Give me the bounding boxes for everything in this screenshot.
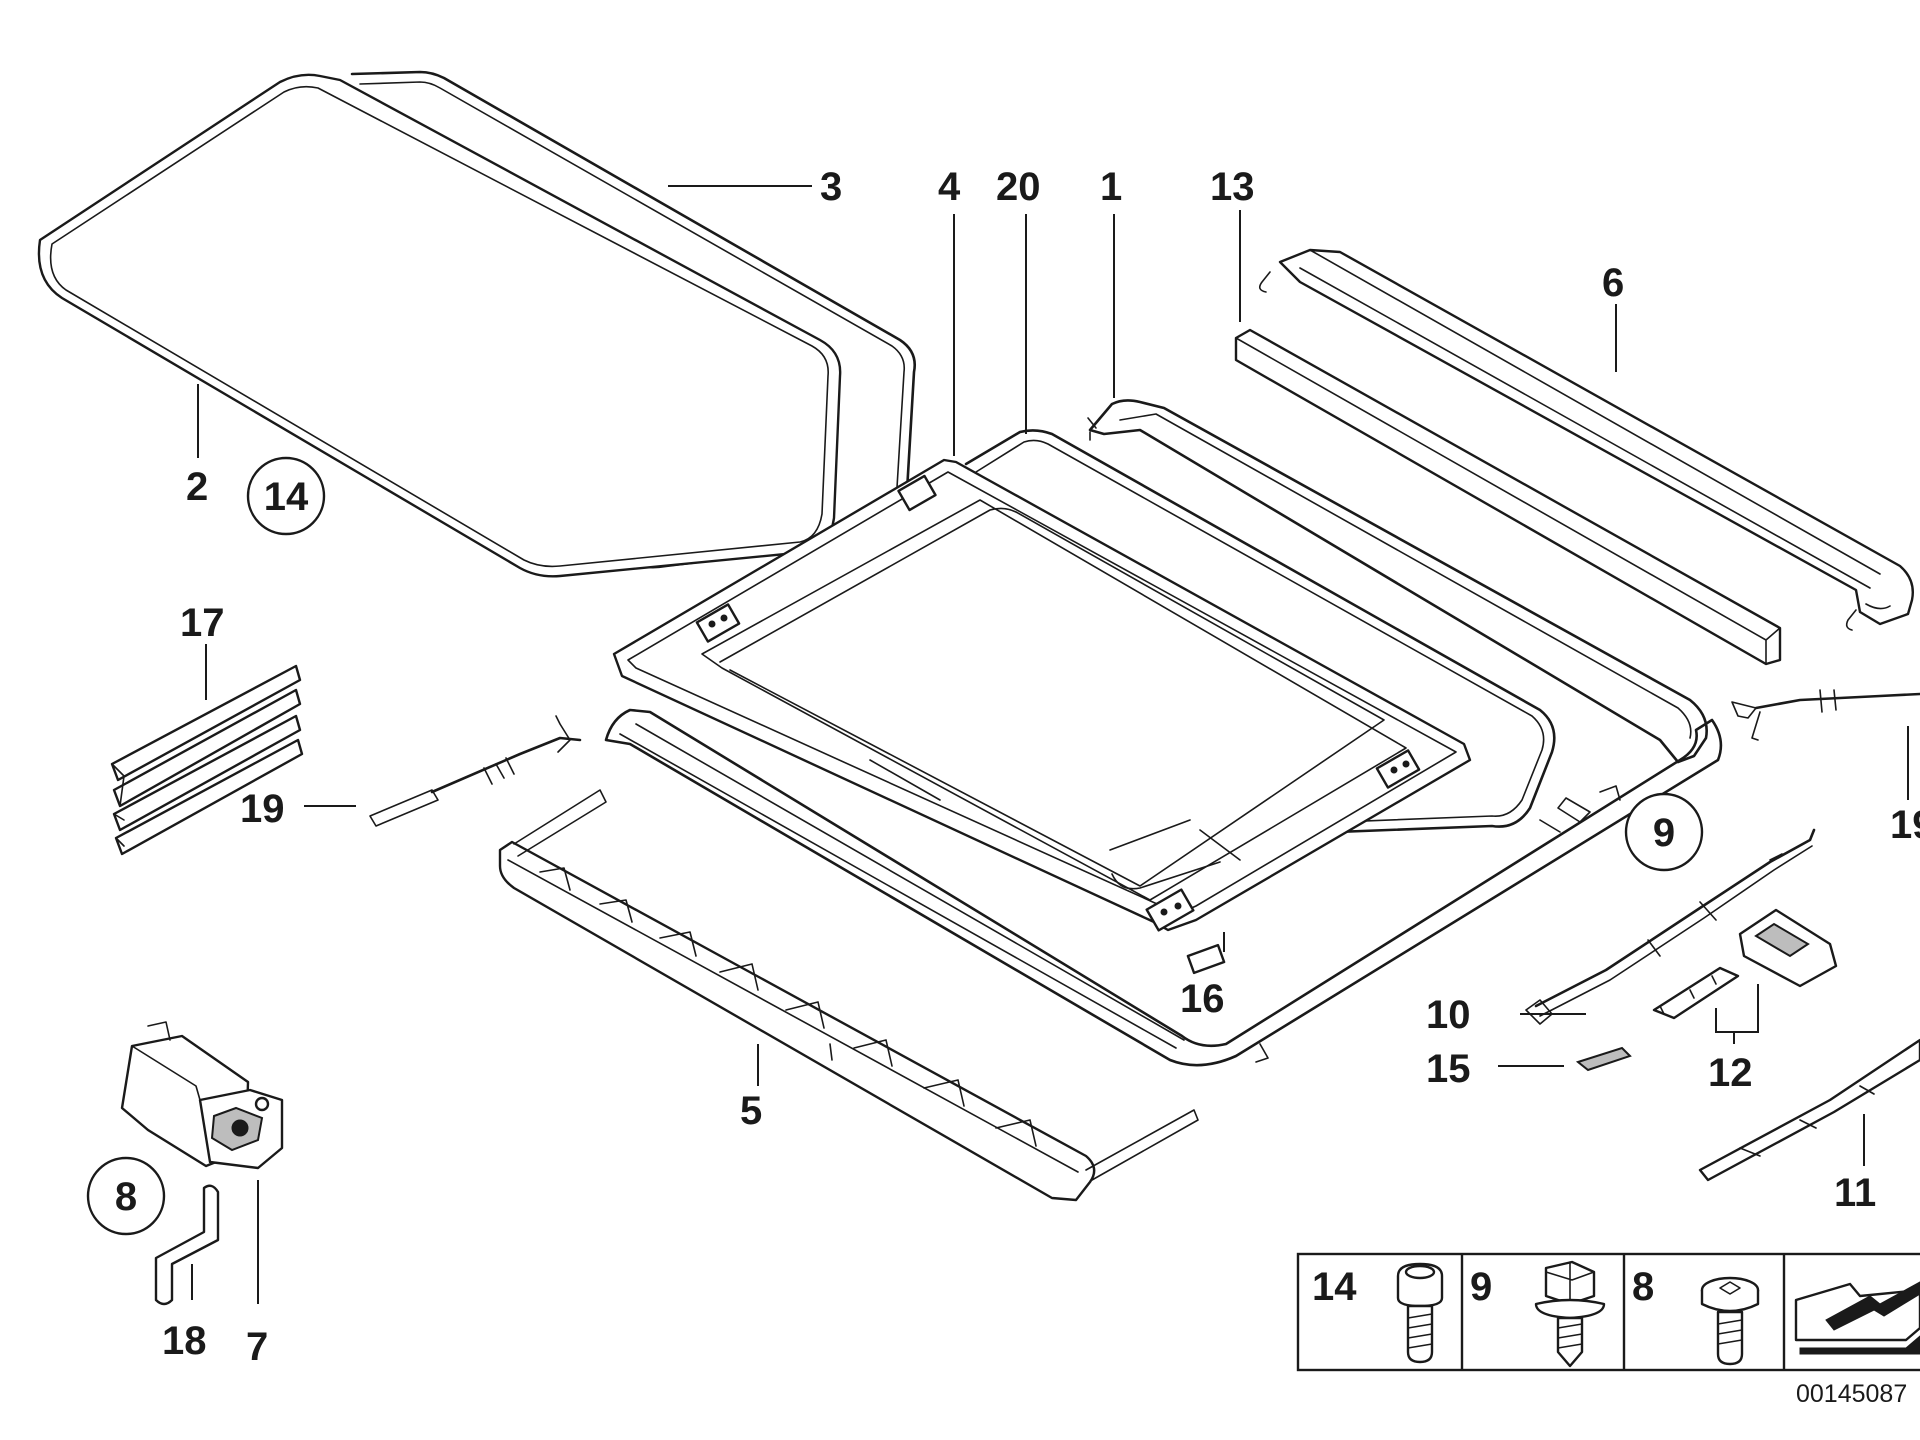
callout-3: 3 — [820, 165, 842, 209]
part-2-glass-panel[interactable] — [37, 73, 842, 578]
callout-4: 4 — [938, 165, 961, 209]
callout-19-right: 19 — [1890, 803, 1920, 847]
part-12-guide-block[interactable] — [1652, 908, 1838, 1020]
callout-18: 18 — [162, 1319, 207, 1363]
circled-callout-14: 14 — [264, 475, 309, 519]
hex-flange-bolt-icon — [1534, 1260, 1606, 1368]
document-id: 00145087 — [1796, 1380, 1907, 1408]
callout-17: 17 — [180, 601, 225, 645]
part-1-frame-seal[interactable] — [1087, 399, 1708, 764]
part-13-deflector[interactable] — [1234, 328, 1782, 666]
fastener-legend: 14 9 8 — [1296, 1252, 1920, 1372]
part-4-frame-tray[interactable] — [612, 458, 1472, 975]
direction-arrow-icon — [1794, 1281, 1920, 1355]
part-frame-rail[interactable] — [604, 708, 1723, 1067]
part-19-drive-cable-left[interactable] — [369, 715, 582, 827]
callout-19-left: 19 — [240, 787, 285, 831]
callout-2: 2 — [186, 465, 208, 509]
part-5-drain-channel[interactable] — [498, 789, 1199, 1202]
part-15-pad[interactable] — [1575, 1046, 1632, 1072]
callout-13: 13 — [1210, 165, 1255, 209]
callout-16: 16 — [1180, 977, 1225, 1021]
callout-20: 20 — [996, 165, 1041, 209]
circled-callouts: 14 9 8 — [86, 456, 1704, 1236]
callout-12: 12 — [1708, 1051, 1753, 1095]
part-19-drive-cable-right[interactable] — [1731, 689, 1920, 741]
legend-number-14: 14 — [1312, 1265, 1357, 1309]
callout-5: 5 — [740, 1089, 762, 1133]
callout-15: 15 — [1426, 1047, 1471, 1091]
callout-labels: 3 4 20 1 13 6 2 17 19 19 16 10 15 12 11 … — [162, 165, 1920, 1369]
socket-head-bolt-icon — [1396, 1262, 1444, 1364]
part-11-side-rail[interactable] — [1698, 1038, 1920, 1182]
callout-11: 11 — [1834, 1171, 1876, 1215]
circled-callout-8: 8 — [115, 1175, 137, 1219]
part-6-front-member[interactable] — [1258, 248, 1914, 631]
leader-lines — [191, 185, 1909, 1304]
callout-1: 1 — [1100, 165, 1122, 209]
callout-10: 10 — [1426, 993, 1471, 1037]
legend-number-9: 9 — [1470, 1265, 1492, 1309]
part-18-allen-key[interactable] — [154, 1184, 220, 1306]
callout-6: 6 — [1602, 261, 1624, 305]
torx-pan-head-screw-icon — [1700, 1276, 1760, 1366]
legend-number-8: 8 — [1632, 1265, 1654, 1309]
part-7-drive-motor[interactable] — [120, 1021, 284, 1170]
circled-callout-9: 9 — [1653, 811, 1675, 855]
part-17-shade-panels[interactable] — [110, 664, 304, 856]
callout-7: 7 — [246, 1325, 268, 1369]
